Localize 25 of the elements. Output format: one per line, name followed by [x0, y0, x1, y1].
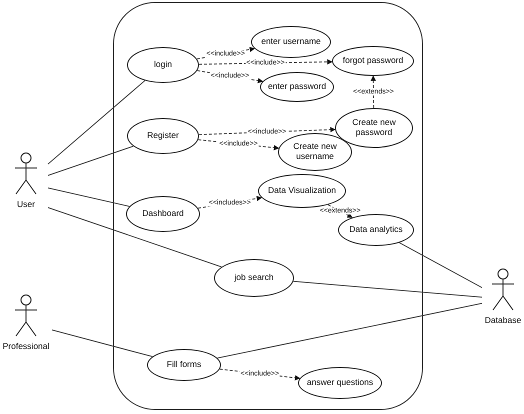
use-case-ellipse: Data analytics — [338, 214, 414, 246]
association-line — [398, 242, 482, 288]
association-line — [48, 188, 130, 207]
use-case-ellipse: enter password — [260, 72, 334, 102]
use-case-ellipse: Create new username — [278, 133, 352, 171]
use-case-ellipse: job search — [214, 259, 294, 297]
use-case-ellipse: forgot password — [332, 46, 414, 76]
actor-label: Database — [484, 315, 522, 325]
use-case-ellipse: Register — [127, 118, 199, 154]
association-line — [48, 80, 146, 164]
association-line — [216, 302, 482, 359]
association-line — [292, 280, 482, 298]
actor-label: User — [17, 199, 35, 209]
use-case-ellipse: Data Visualization — [258, 174, 346, 208]
use-case-ellipse: answer questions — [298, 367, 382, 399]
association-line — [48, 146, 134, 176]
association-line — [52, 329, 153, 358]
use-case-ellipse: Fill forms — [147, 349, 221, 381]
association-line — [48, 207, 222, 268]
actor-label: Professional — [2, 341, 50, 351]
use-case-ellipse: Dashboard — [126, 196, 200, 232]
dashed-arrow — [370, 75, 376, 108]
use-case-ellipse: enter username — [251, 26, 331, 58]
use-case-ellipse: login — [127, 47, 199, 83]
system-boundary — [113, 2, 423, 410]
